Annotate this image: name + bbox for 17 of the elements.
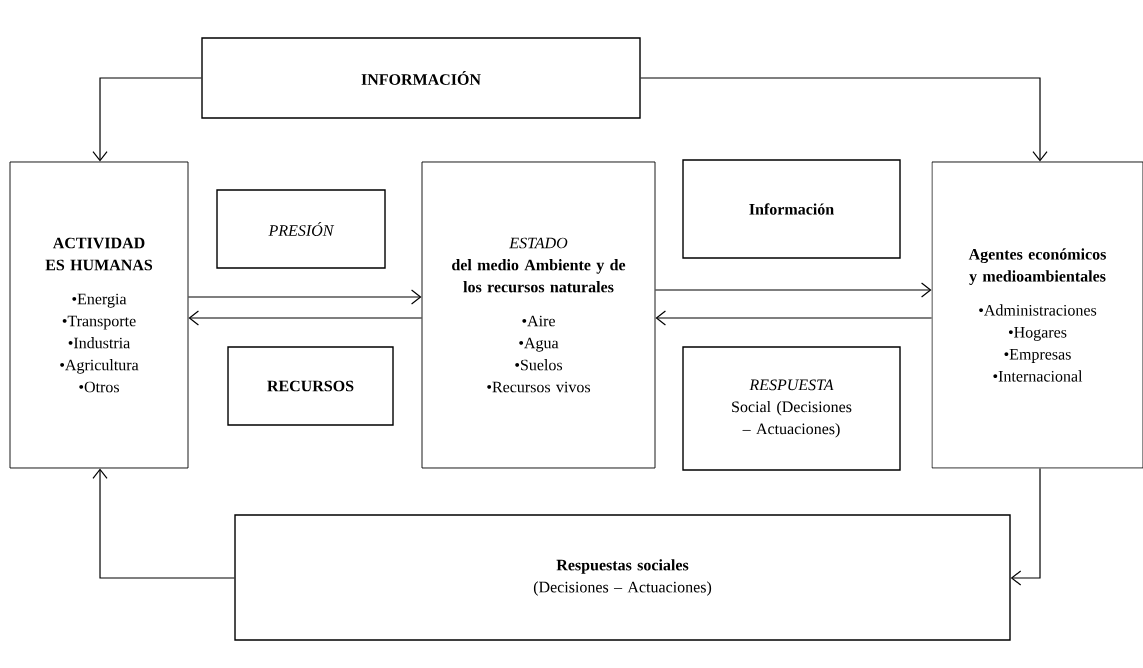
arrow <box>655 310 933 326</box>
process-box: RECURSOS <box>227 346 394 426</box>
arrow <box>188 310 423 326</box>
process-box: Información <box>682 159 901 259</box>
arrow <box>1010 467 1041 586</box>
process-box: Agentes económicos y medioambientales •Administraciones •Hogares •Empresas •Internacional <box>931 161 1143 469</box>
arrow <box>92 468 235 579</box>
arrow <box>187 289 422 305</box>
process-box: ESTADO del medio Ambiente y de los recursos naturales •Aire •Agua •Suelos •Recursos vivos <box>421 161 656 469</box>
process-box: INFORMACIÓN <box>201 37 641 119</box>
process-box: ACTIVIDAD ES HUMANAS •Energia •Transporte •Industria •Agricultura •Otros <box>9 161 189 469</box>
process-box: PRESIÓN <box>216 189 386 269</box>
arrow <box>92 77 202 162</box>
process-box: Respuestas sociales (Decisiones – Actuaciones) <box>234 514 1011 641</box>
arrow <box>640 77 1048 162</box>
process-box: RESPUESTA Social (Decisiones – Actuaciones) <box>682 346 901 471</box>
arrow <box>654 282 932 298</box>
